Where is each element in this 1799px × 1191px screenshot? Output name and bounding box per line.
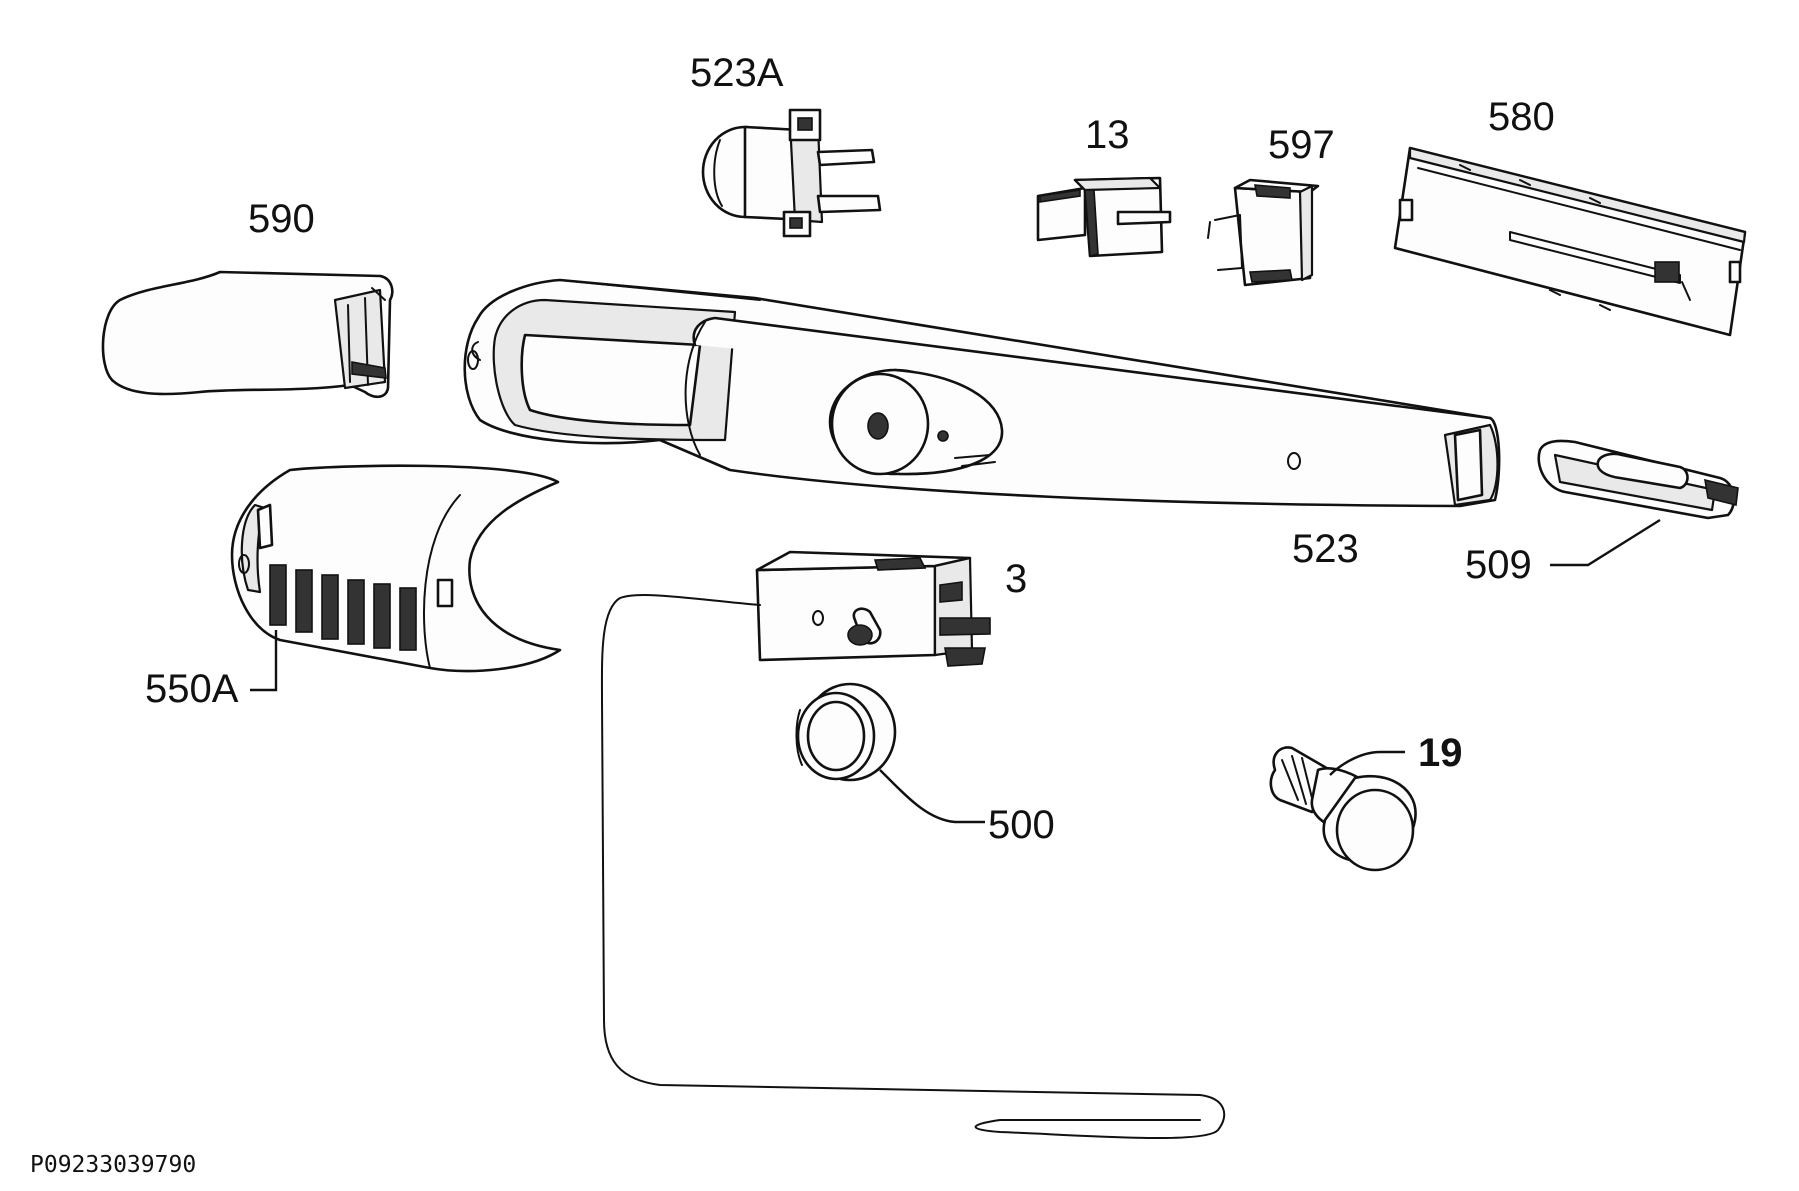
label-3: 3 — [1005, 557, 1027, 601]
part-509-lens-cover — [1537, 439, 1739, 520]
part-500-ring — [795, 682, 897, 782]
leader-lines — [250, 518, 1661, 824]
part-590-end-cap — [101, 270, 394, 399]
label-19: 19 — [1418, 731, 1463, 775]
label-500: 500 — [988, 803, 1055, 847]
label-550A: 550A — [145, 667, 239, 711]
leader-19 — [1329, 750, 1405, 776]
part-523A-lamp-holder — [701, 108, 882, 238]
label-580: 580 — [1488, 95, 1555, 139]
leader-550A — [250, 630, 278, 692]
label-509: 509 — [1465, 543, 1532, 587]
shield-fins — [269, 564, 417, 651]
leader-509 — [1550, 518, 1661, 567]
drawing-code: P09233039790 — [30, 1152, 196, 1178]
label-523A: 523A — [690, 51, 784, 95]
part-580-cover-plate — [1393, 146, 1747, 337]
label-597: 597 — [1268, 123, 1335, 167]
label-523: 523 — [1292, 527, 1359, 571]
part-523-main-housing — [463, 278, 1501, 508]
part-19-bulb — [1269, 746, 1417, 872]
part-550A-finned-shield — [230, 464, 562, 673]
label-590: 590 — [248, 197, 315, 241]
part-597-bracket — [1207, 178, 1320, 287]
leader-500 — [879, 769, 985, 824]
part-3-thermostat — [600, 550, 1226, 1140]
part-13-switch — [1036, 176, 1172, 258]
label-13: 13 — [1085, 113, 1130, 157]
part-labels: 523A 13 597 580 590 523 509 3 550A 500 1… — [145, 51, 1555, 847]
